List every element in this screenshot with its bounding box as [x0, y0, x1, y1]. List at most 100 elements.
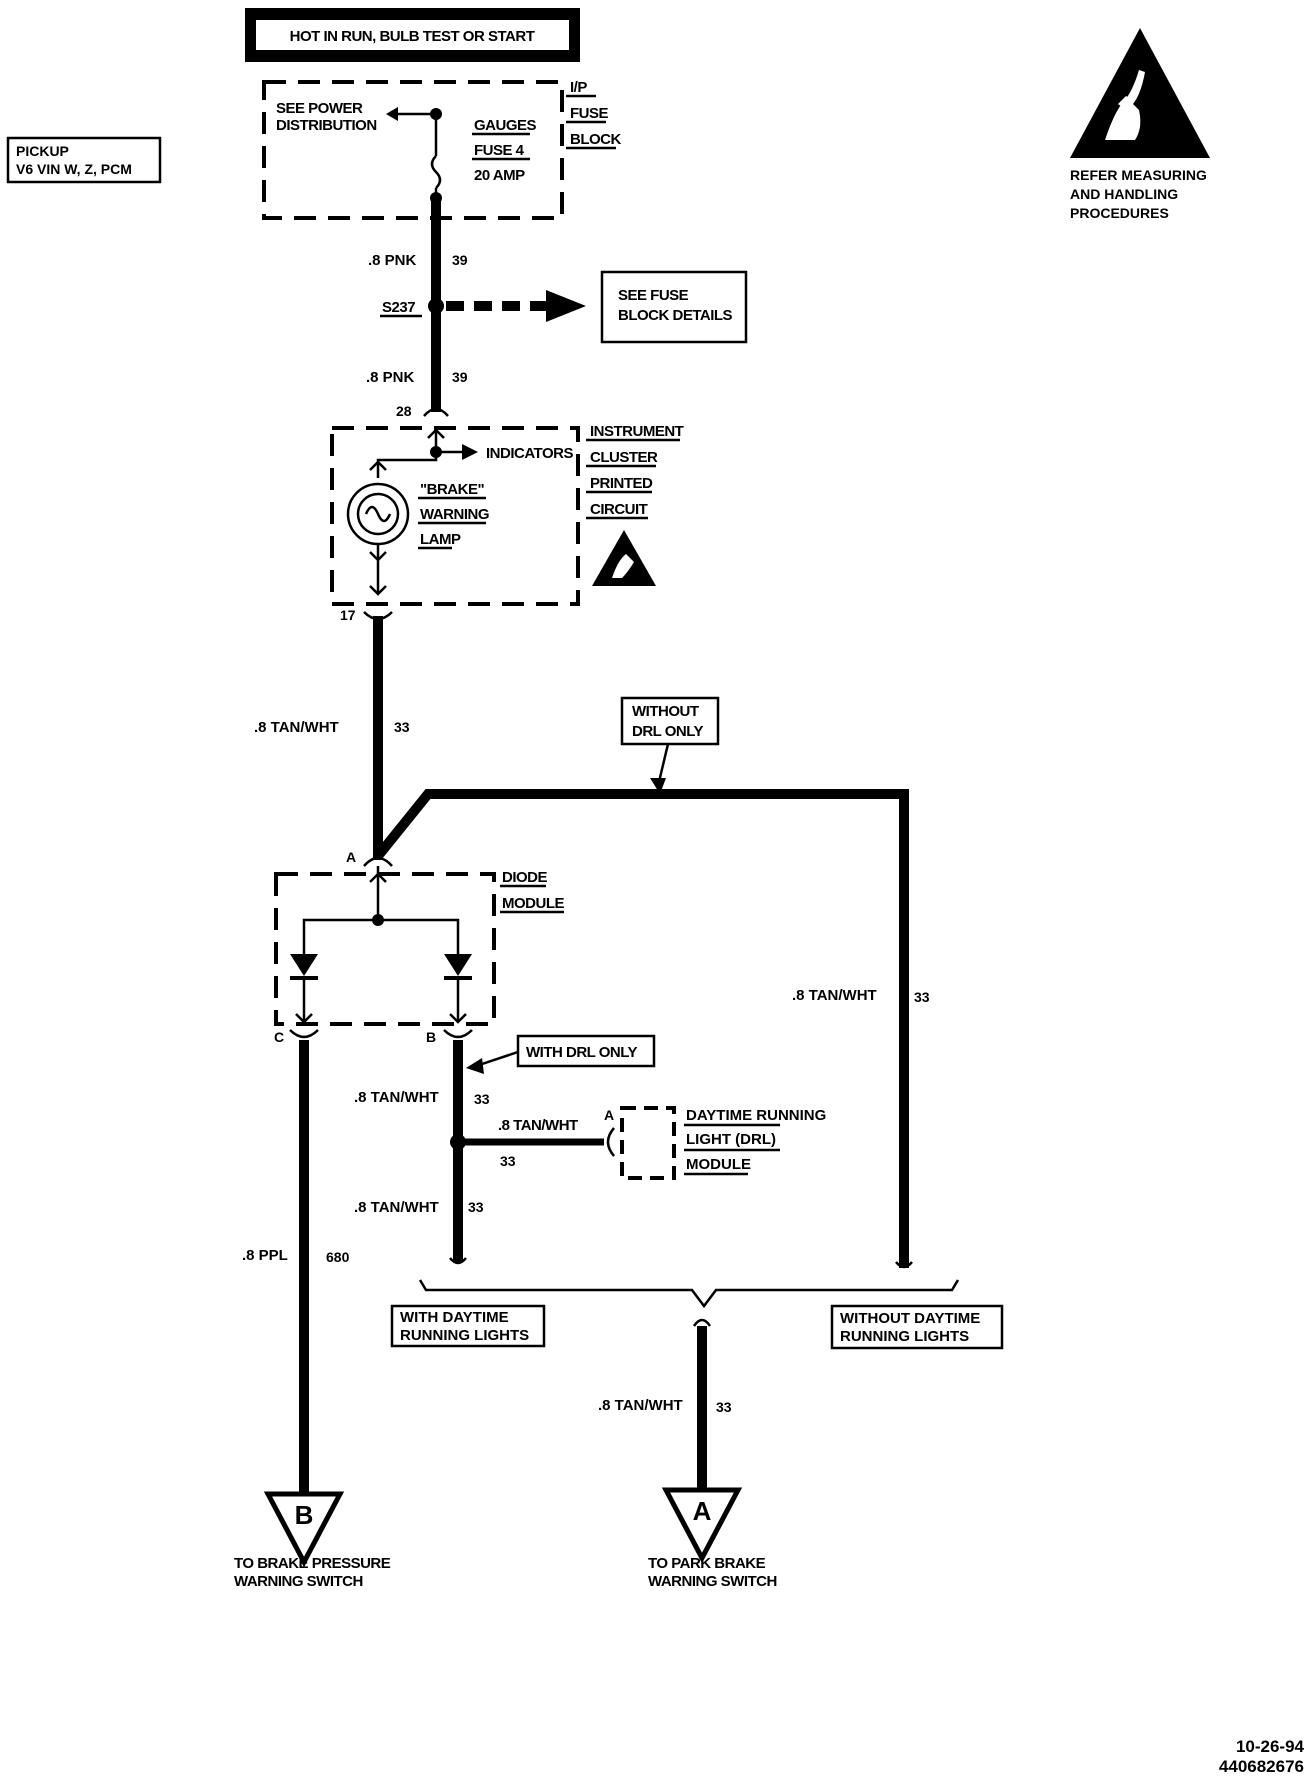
esd-warning-icon [1070, 28, 1210, 158]
diode-pin-a: A [346, 849, 356, 865]
connector-a-letter: A [693, 1496, 712, 1526]
diode-pin-c: C [274, 1029, 284, 1045]
with-drl-lights-line-2: RUNNING LIGHTS [400, 1327, 529, 1344]
drl-module-name-1: DAYTIME RUNNING [686, 1107, 826, 1124]
splice-s237-icon [428, 298, 444, 314]
fuse-name-line-1: GAUGES [474, 117, 537, 134]
splice-label: S237 [382, 299, 415, 316]
option-bracket [418, 1279, 960, 1309]
connector-a-desc-2: WARNING SWITCH [648, 1573, 777, 1590]
lamp-label-line-3: LAMP [420, 531, 461, 548]
with-drl-lights-line-1: WITH DAYTIME [400, 1309, 509, 1326]
with-drl-only-box: WITH DRL ONLY [516, 1034, 656, 1068]
connector-c-icon [289, 1029, 319, 1039]
wire-number-ppl: 680 [326, 1249, 350, 1265]
power-dist-arrow-icon [386, 107, 398, 121]
fuse-details-arrow-icon [546, 290, 586, 322]
wire-label-pnk-upper: .8 PNK [368, 252, 417, 269]
pin-arrow-icon [427, 428, 445, 439]
without-daytime-running-lights-box: WITHOUT DAYTIME RUNNING LIGHTS [830, 1304, 1004, 1350]
wire-number-tan-right: 33 [914, 989, 930, 1005]
wire-number-tan-b-lower: 33 [468, 1199, 484, 1215]
connector-b-icon [443, 1029, 473, 1039]
fuse-name-line-2: FUSE 4 [474, 142, 525, 159]
wire-number-tan-main: 33 [394, 719, 410, 735]
drl-pin-a: A [604, 1107, 614, 1123]
connector-b-desc-1: TO BRAKE PRESSURE [234, 1555, 391, 1572]
fuse-details-line-1: SEE FUSE [618, 287, 689, 304]
power-source-label: HOT IN RUN, BULB TEST OR START [290, 28, 535, 45]
drl-module-name-2: LIGHT (DRL) [686, 1131, 776, 1148]
wire-label-ppl: .8 PPL [242, 1247, 288, 1264]
cluster-name-line-1: INSTRUMENT [590, 423, 684, 440]
vehicle-id-box: PICKUP V6 VIN W, Z, PCM [6, 136, 162, 184]
cluster-name-line-3: PRINTED [590, 475, 653, 492]
wire-label-tan-main: .8 TAN/WHT [254, 719, 339, 736]
esd-note-line-1: REFER MEASURING [1070, 167, 1207, 183]
wire-label-tan-right: .8 TAN/WHT [792, 987, 877, 1004]
footer-code: 440682676 [1219, 1757, 1304, 1776]
wire-number-tan-bottom: 33 [716, 1399, 732, 1415]
instrument-cluster: 28 INDICATORS "BRAKE" WARNING LAMP INSTR… [330, 403, 684, 623]
connector-a-desc-1: TO PARK BRAKE [648, 1555, 766, 1572]
wire-label-tan-b-lower: .8 TAN/WHT [354, 1199, 439, 1216]
connector-b-desc-2: WARNING SWITCH [234, 1573, 363, 1590]
diode-b-icon [444, 954, 472, 976]
cluster-pin-28: 28 [396, 403, 412, 419]
diode-module-name-2: MODULE [502, 895, 564, 912]
power-source-box: HOT IN RUN, BULB TEST OR START [245, 8, 580, 62]
diode-c-icon [290, 954, 318, 976]
drl-module: A DAYTIME RUNNING LIGHT (DRL) MODULE [604, 1106, 826, 1180]
lamp-label-line-2: WARNING [420, 506, 489, 523]
connector-a-park-brake: A TO PARK BRAKE WARNING SWITCH [648, 1487, 777, 1590]
connector-a-icon [363, 856, 393, 867]
drl-connector-icon [606, 1127, 615, 1157]
without-drl-only-box: WITHOUT DRL ONLY [620, 696, 720, 746]
wire-label-tan-bottom: .8 TAN/WHT [598, 1397, 683, 1414]
footer-date: 10-26-94 [1236, 1737, 1305, 1756]
esd-note-line-2: AND HANDLING [1070, 186, 1178, 202]
esd-note-line-3: PROCEDURES [1070, 205, 1169, 221]
with-drl-only-label: WITH DRL ONLY [526, 1044, 637, 1061]
wire-number-tan-b-upper: 33 [474, 1091, 490, 1107]
wire-label-tan-drl: .8 TAN/WHT [498, 1117, 578, 1134]
without-drl-line-1: WITHOUT [632, 703, 699, 720]
wire-tanwht-33-without-drl [374, 789, 909, 1268]
fuse-details-box: SEE FUSE BLOCK DETAILS [600, 270, 748, 344]
drl-module-name-3: MODULE [686, 1156, 751, 1173]
with-daytime-running-lights-box: WITH DAYTIME RUNNING LIGHTS [390, 1304, 546, 1348]
without-drl-lights-line-2: RUNNING LIGHTS [840, 1328, 969, 1345]
cluster-name-line-2: CLUSTER [590, 449, 658, 466]
without-drl-lights-line-1: WITHOUT DAYTIME [840, 1310, 980, 1327]
power-distribution-line-2: DISTRIBUTION [276, 117, 377, 134]
with-drl-pointer-icon [466, 1058, 484, 1074]
without-drl-pointer-icon [650, 778, 666, 794]
diode-pin-b: B [426, 1029, 436, 1045]
fuse-block-name-3: BLOCK [570, 131, 621, 148]
lamp-label-line-1: "BRAKE" [420, 481, 484, 498]
fuse-icon [430, 155, 442, 189]
wire-number-pnk-upper: 39 [452, 252, 468, 268]
vehicle-line-1: PICKUP [16, 143, 69, 159]
diode-module: A DIODE MODULE C B [274, 849, 565, 1045]
wire-label-pnk-lower: .8 PNK [366, 369, 415, 386]
diode-module-name-1: DIODE [502, 869, 548, 886]
wire-label-tan-b-upper: .8 TAN/WHT [354, 1089, 439, 1106]
connector-b-letter: B [295, 1500, 314, 1530]
power-distribution-line-1: SEE POWER [276, 100, 363, 117]
fuse-block-name-2: FUSE [570, 105, 609, 122]
without-drl-line-2: DRL ONLY [632, 723, 704, 740]
fuse-details-line-2: BLOCK DETAILS [618, 307, 733, 324]
fuse-rating: 20 AMP [474, 167, 525, 184]
ip-fuse-block: I/P FUSE BLOCK SEE POWER DISTRIBUTION GA… [262, 79, 622, 220]
cluster-name-line-4: CIRCUIT [590, 501, 648, 518]
indicators-arrow-icon [462, 444, 478, 460]
connector-28-icon [423, 407, 449, 417]
fuse-block-name-1: I/P [570, 79, 587, 96]
cluster-pin-17: 17 [340, 607, 356, 623]
wire-number-tan-drl: 33 [500, 1153, 516, 1169]
connector-b-brake-pressure: B TO BRAKE PRESSURE WARNING SWITCH [234, 1491, 391, 1590]
indicators-label: INDICATORS [486, 445, 573, 462]
wire-number-pnk-lower: 39 [452, 369, 468, 385]
